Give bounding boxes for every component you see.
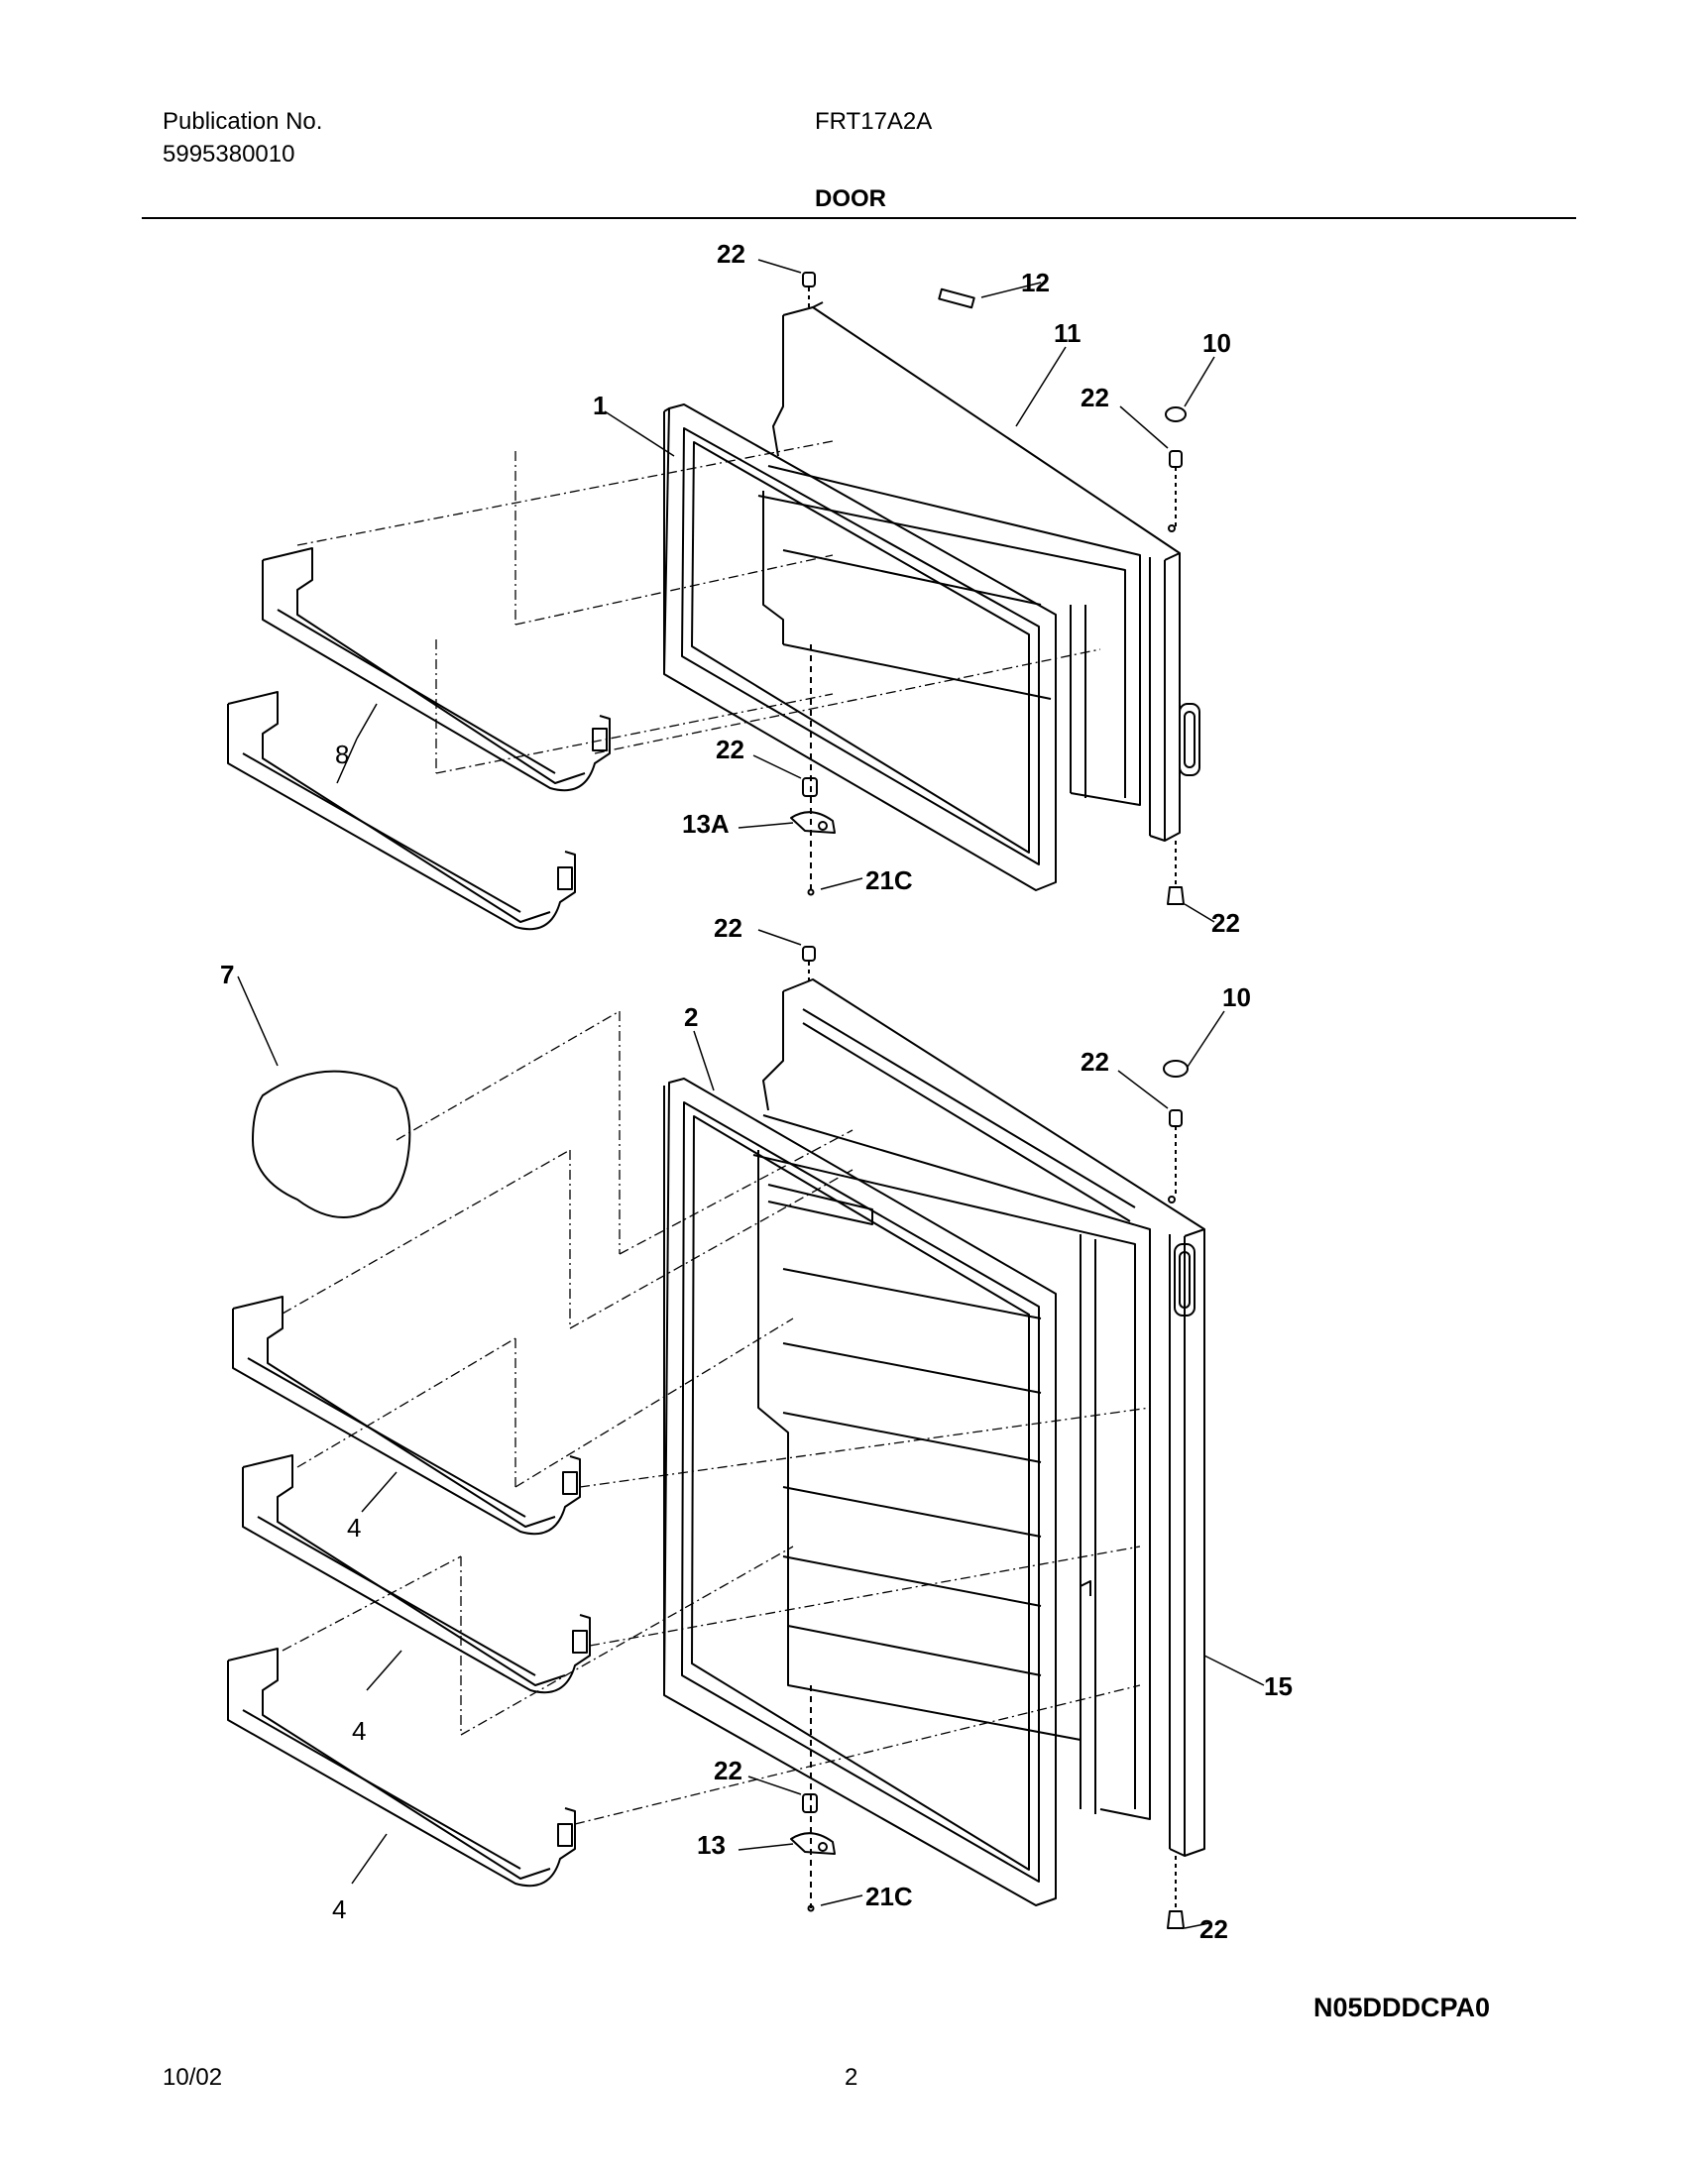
publication-label: Publication No. — [163, 108, 323, 135]
callout-13: 13 — [697, 1830, 726, 1860]
callout-1: 1 — [593, 391, 607, 420]
callout-22-freezer-top-left: 22 — [717, 239, 745, 269]
callout-15: 15 — [1264, 1671, 1293, 1701]
section-title: DOOR — [815, 185, 886, 212]
model-number: FRT17A2A — [815, 108, 933, 135]
header-rule — [142, 217, 1576, 219]
fresh-food-door-shelf-1 — [232, 1296, 581, 1536]
callout-11: 11 — [1054, 318, 1082, 348]
freezer-door-gasket — [663, 403, 1057, 891]
drawing-code: N05DDDCPA0 — [1313, 1993, 1491, 2022]
freezer-door-panel — [757, 301, 1200, 842]
callout-21C-lower: 21C — [865, 1882, 913, 1911]
fresh-food-hardware — [790, 946, 1189, 1929]
dairy-compartment-cover — [252, 1070, 411, 1218]
page-number: 2 — [845, 2064, 858, 2091]
callout-7: 7 — [220, 960, 234, 989]
callout-13A: 13A — [682, 809, 730, 839]
callout-2: 2 — [684, 1002, 698, 1032]
fresh-food-door-panel — [752, 978, 1205, 1857]
freezer-door-shelf-upper — [262, 547, 611, 792]
fresh-food-door-shelf-2 — [242, 1454, 591, 1694]
callout-leaders — [237, 259, 1265, 1929]
freezer-hardware — [790, 272, 1187, 905]
callout-12: 12 — [1021, 268, 1050, 297]
freezer-door-shelf-lower — [227, 691, 576, 931]
callout-22-fresh-bottom-right: 22 — [1199, 1914, 1228, 1944]
callout-21C-upper: 21C — [865, 865, 913, 895]
fresh-food-door-shelf-3 — [227, 1648, 576, 1888]
callout-22-freezer-bottom-right: 22 — [1211, 908, 1240, 938]
callout-22-freezer-lower-hinge: 22 — [716, 735, 744, 764]
callout-4-shelf-3: 4 — [332, 1894, 346, 1924]
fresh-food-door-gasket — [663, 1078, 1057, 1906]
callout-4-shelf-1: 4 — [347, 1513, 361, 1543]
callout-10-lower: 10 — [1222, 982, 1251, 1012]
freezer-projection-lines — [296, 440, 1101, 774]
callout-10-upper: 10 — [1202, 328, 1231, 358]
publication-number: 5995380010 — [163, 141, 295, 168]
fresh-food-projection-lines — [282, 1010, 1151, 1825]
callout-8: 8 — [335, 740, 349, 769]
callout-22-fresh-top-left: 22 — [714, 913, 742, 943]
publication-date: 10/02 — [163, 2064, 223, 2091]
callout-4-shelf-2: 4 — [352, 1716, 366, 1746]
callout-22-fresh-lower-hinge: 22 — [714, 1756, 742, 1785]
callout-22-fresh-top-right: 22 — [1081, 1047, 1109, 1077]
callout-22-freezer-top-right: 22 — [1081, 383, 1109, 412]
